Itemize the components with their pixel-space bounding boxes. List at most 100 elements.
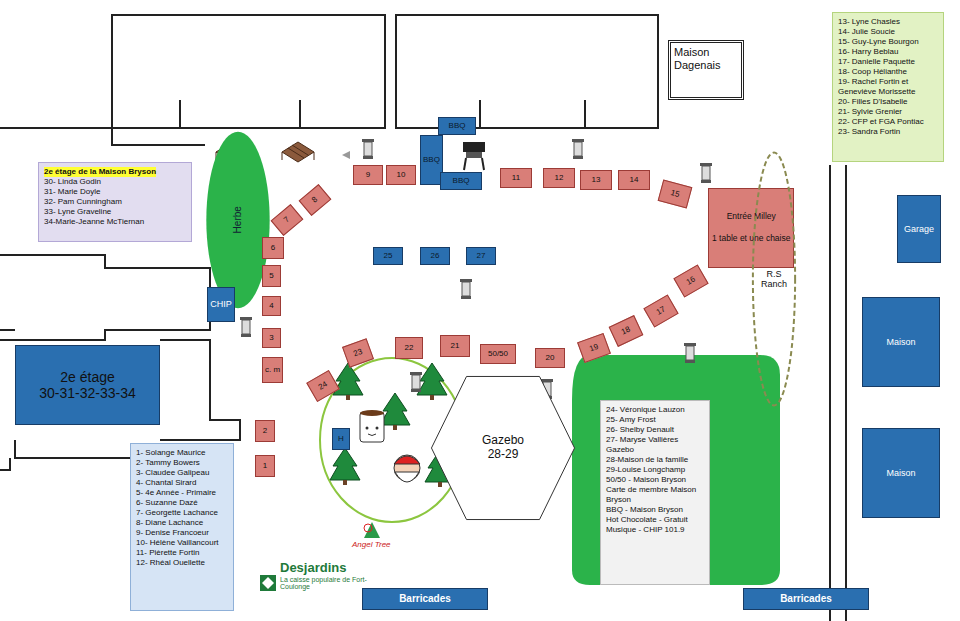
house: Maison	[862, 297, 940, 387]
node-text: 23- Sandra Fortin	[838, 127, 900, 137]
node-text: 26- Shelby Denault	[606, 425, 674, 435]
node-text: 13	[592, 175, 601, 184]
node-text: Herbe	[232, 206, 244, 233]
node-text: 6- Suzanne Dazé	[136, 498, 198, 508]
vendor-table: 3	[262, 328, 281, 348]
node-text: 10	[397, 170, 406, 179]
vendor-table: 25	[373, 247, 403, 265]
node-text: 26	[431, 251, 440, 260]
node-text: 28-Maison de la famille	[606, 455, 688, 465]
node-text: H	[338, 434, 344, 443]
node-text: BBQ	[453, 176, 470, 185]
vendor-table: 9	[353, 165, 383, 185]
node-text: Garage	[904, 224, 934, 234]
node-text: 17	[655, 305, 667, 317]
node-text: Hot Chocolate - Gratuit	[606, 515, 688, 525]
node-text: 14- Julie Soucie	[838, 27, 895, 37]
node-text: 5	[269, 271, 273, 280]
node-text: 18- Coop Hélianthe	[838, 67, 907, 77]
node-text: 28-29	[488, 448, 519, 462]
vendor-table: 20	[535, 348, 565, 368]
node-text: BBQ	[423, 155, 440, 164]
node-text: 16- Harry Beblau	[838, 47, 898, 57]
node-text: 8- Diane Lachance	[136, 518, 203, 528]
node-text: Maison	[886, 337, 915, 347]
node-text: 27- Maryse Vallières	[606, 435, 678, 445]
vendor-table: 8	[299, 184, 332, 216]
vendor-table: 15	[658, 179, 693, 208]
vendor-table: 2	[255, 420, 275, 442]
node-text: 34-Marie-Jeanne McTiernan	[44, 217, 144, 227]
node-text: 22	[405, 343, 414, 352]
node-text: 10- Hélène Vaillancourt	[136, 538, 219, 548]
node-text: 1	[263, 461, 267, 470]
node-text: Gazebo	[606, 445, 634, 455]
vendor-table: 1	[255, 455, 275, 477]
vendor-table: 17	[643, 294, 678, 327]
node-text: BBQ - Maison Bryson	[606, 505, 683, 515]
node-text: BBQ	[449, 121, 466, 130]
vendor-table: 5	[262, 265, 281, 287]
grill-icon	[463, 142, 485, 170]
outline-shape	[753, 153, 795, 406]
vendor-table: 16	[673, 264, 708, 297]
node-text: 8	[310, 195, 319, 205]
node-text: 50/50 - Maison Bryson	[606, 475, 686, 485]
node-text: 11	[512, 173, 520, 182]
vendor-list: 2e étage de la Maison Bryson30- Linda Go…	[38, 162, 192, 242]
gazebo: Gazebo28-29	[430, 375, 576, 521]
vendor-table: 50/50	[480, 344, 516, 364]
label: Angel Tree	[352, 540, 402, 549]
node-text: 19	[588, 342, 600, 354]
node-text: 18	[620, 325, 632, 337]
node-text: 1- Solange Maurice	[136, 448, 205, 458]
node-text: 2	[263, 426, 267, 435]
garage: Garage	[897, 195, 941, 263]
node-text: Barricades	[780, 593, 832, 605]
label: Desjardins	[280, 560, 370, 575]
node-text: 7- Georgette Lachance	[136, 508, 218, 518]
node-text: 27	[477, 251, 486, 260]
node-text: 32- Pam Cunningham	[44, 197, 122, 207]
barricade: Barricades	[743, 588, 869, 610]
vendor-table: 18	[609, 315, 644, 347]
vendor-table: 14	[618, 170, 650, 190]
node-text: 9	[366, 170, 370, 179]
vendor-table: 6	[262, 237, 284, 259]
node-text: 2e étage de la Maison Bryson	[44, 167, 156, 177]
node-text: 30-31-32-33-34	[39, 385, 136, 401]
info-list: 24- Véronique Lauzon25- Amy Frost26- She…	[600, 400, 710, 585]
node-text: 16	[685, 275, 697, 287]
vendor-table: 7	[271, 204, 304, 236]
house: Maison	[862, 428, 940, 518]
node-text: 1 table et une chaise	[712, 234, 790, 244]
radio-booth: CHIP	[207, 287, 235, 322]
node-text: 15	[670, 188, 681, 199]
entrance-area: Entrée Milley1 table et une chaise	[708, 188, 794, 268]
node-text: 21	[451, 341, 460, 350]
node-text: 3	[269, 333, 273, 342]
ranch-area: R.S Ranch	[752, 150, 796, 408]
node-text: 17- Danielle Paquette	[838, 57, 915, 67]
node-text: 29-Louise Longchamp	[606, 465, 685, 475]
node-text: 24- Véronique Lauzon	[606, 405, 685, 415]
node-text: 2- Tammy Bowers	[136, 458, 200, 468]
vendor-table: 11	[500, 168, 532, 188]
node-text: 4	[269, 301, 273, 310]
node-text: Maison	[886, 468, 915, 478]
vendor-table: 27	[466, 247, 496, 265]
node-text: 9- Denise Francoeur	[136, 528, 209, 538]
vendor-table: 12	[543, 168, 575, 188]
node-text: Gazebo	[482, 434, 524, 448]
vendor-table: 4	[262, 296, 281, 316]
vendor-table: 10	[386, 165, 416, 185]
vendor-table: c. m	[262, 357, 283, 383]
node-text: 2e étage	[60, 369, 115, 385]
node-text: 20	[546, 353, 555, 362]
node-text: 5- 4e Année - Primaire	[136, 488, 216, 498]
node-text: 6	[271, 243, 275, 252]
node-text: Barricades	[399, 593, 451, 605]
node-text: 23	[352, 347, 364, 359]
node-text: Maison Dagenais	[674, 46, 738, 71]
node-text: 14	[630, 175, 639, 184]
